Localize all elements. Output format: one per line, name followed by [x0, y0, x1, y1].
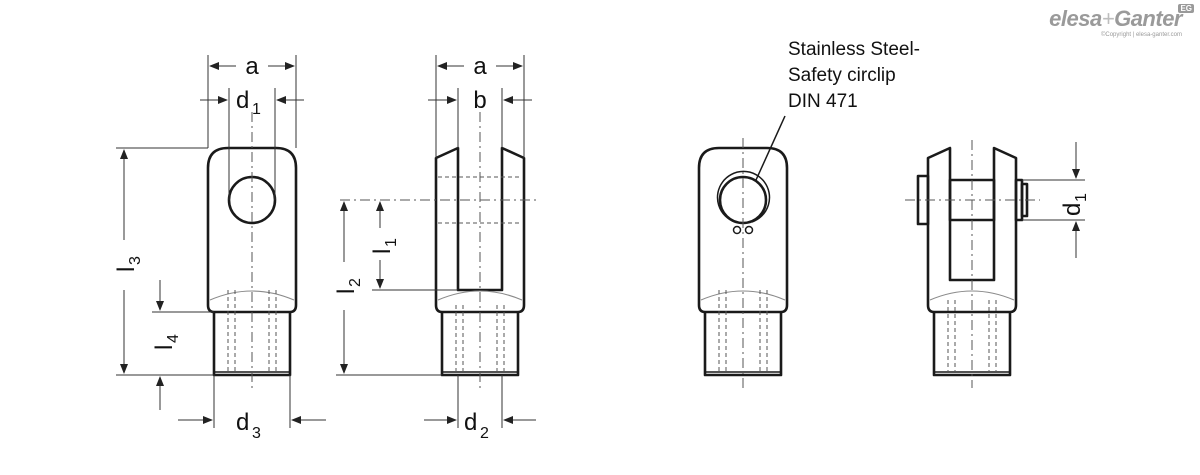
label-l4: l — [151, 345, 178, 350]
label-d2: d — [464, 409, 477, 436]
view-fork-side-with-pin — [905, 140, 1040, 388]
label-d1-pin-sub: 1 — [1073, 193, 1090, 202]
logo-brand-left: elesa — [1049, 6, 1102, 31]
view2-head-curve — [437, 290, 523, 301]
circlip-note: Stainless Steel- Safety circlip DIN 471 — [788, 39, 920, 112]
label-l4-sub: 4 — [165, 334, 182, 343]
label-b: b — [473, 87, 486, 114]
brand-logo: EG elesa+Ganter ©Copyright | elesa-gante… — [1049, 4, 1194, 38]
label-l2-sub: 2 — [347, 278, 364, 287]
logo-copyright: ©Copyright | elesa-ganter.com — [1100, 32, 1182, 38]
label-l1: l — [369, 249, 396, 254]
label-l4-group: l 4 — [151, 334, 182, 350]
label-d3-sub: 3 — [252, 425, 261, 442]
view4-head-curve — [929, 290, 1015, 301]
view3-circlip — [716, 170, 771, 223]
label-d2-sub: 2 — [480, 425, 489, 442]
note-line-1: Stainless Steel- — [788, 39, 920, 60]
circlip-leader-line — [755, 115, 786, 181]
label-d1-pin-group: d 1 — [1059, 193, 1090, 216]
label-l2: l — [333, 289, 360, 294]
label-l3-group: l 3 — [113, 256, 144, 272]
label-d3: d — [236, 409, 249, 436]
view3-thread-shank — [703, 312, 783, 377]
label-a-side: a — [473, 53, 487, 80]
label-a-front: a — [245, 53, 259, 80]
view-front-with-bore — [206, 112, 298, 388]
note-line-3: DIN 471 — [788, 91, 858, 112]
label-l1-group: l 1 — [369, 238, 400, 254]
dimension-labels: a d 1 a b d 3 d 2 l 3 l 4 l 2 l 1 d 1 — [113, 53, 1090, 442]
view3-circlip-eye — [732, 225, 742, 235]
view-front-with-circlip — [697, 115, 789, 388]
view3-body-outline — [697, 146, 789, 314]
logo-brand-right: Ganter — [1114, 6, 1182, 31]
label-l3-sub: 3 — [127, 256, 144, 265]
dimension-lines — [116, 55, 1085, 428]
view3-circlip-eye — [744, 225, 754, 235]
logo-badge: EG — [1178, 4, 1194, 13]
view2-fork-outline — [434, 146, 526, 314]
view1-head-curve — [209, 290, 295, 301]
label-d1-front-sub: 1 — [252, 101, 261, 118]
label-l3: l — [113, 267, 140, 272]
logo-plus: + — [1101, 6, 1115, 31]
view3-head-curve — [700, 290, 786, 301]
label-l2-group: l 2 — [333, 278, 364, 294]
label-d1-pin: d — [1059, 203, 1086, 216]
label-d1-front: d — [236, 87, 249, 114]
note-line-2: Safety circlip — [788, 65, 896, 86]
logo-wordmark: elesa+Ganter — [1049, 6, 1182, 32]
label-l1-sub: 1 — [383, 238, 400, 247]
view-fork-side — [340, 112, 540, 388]
